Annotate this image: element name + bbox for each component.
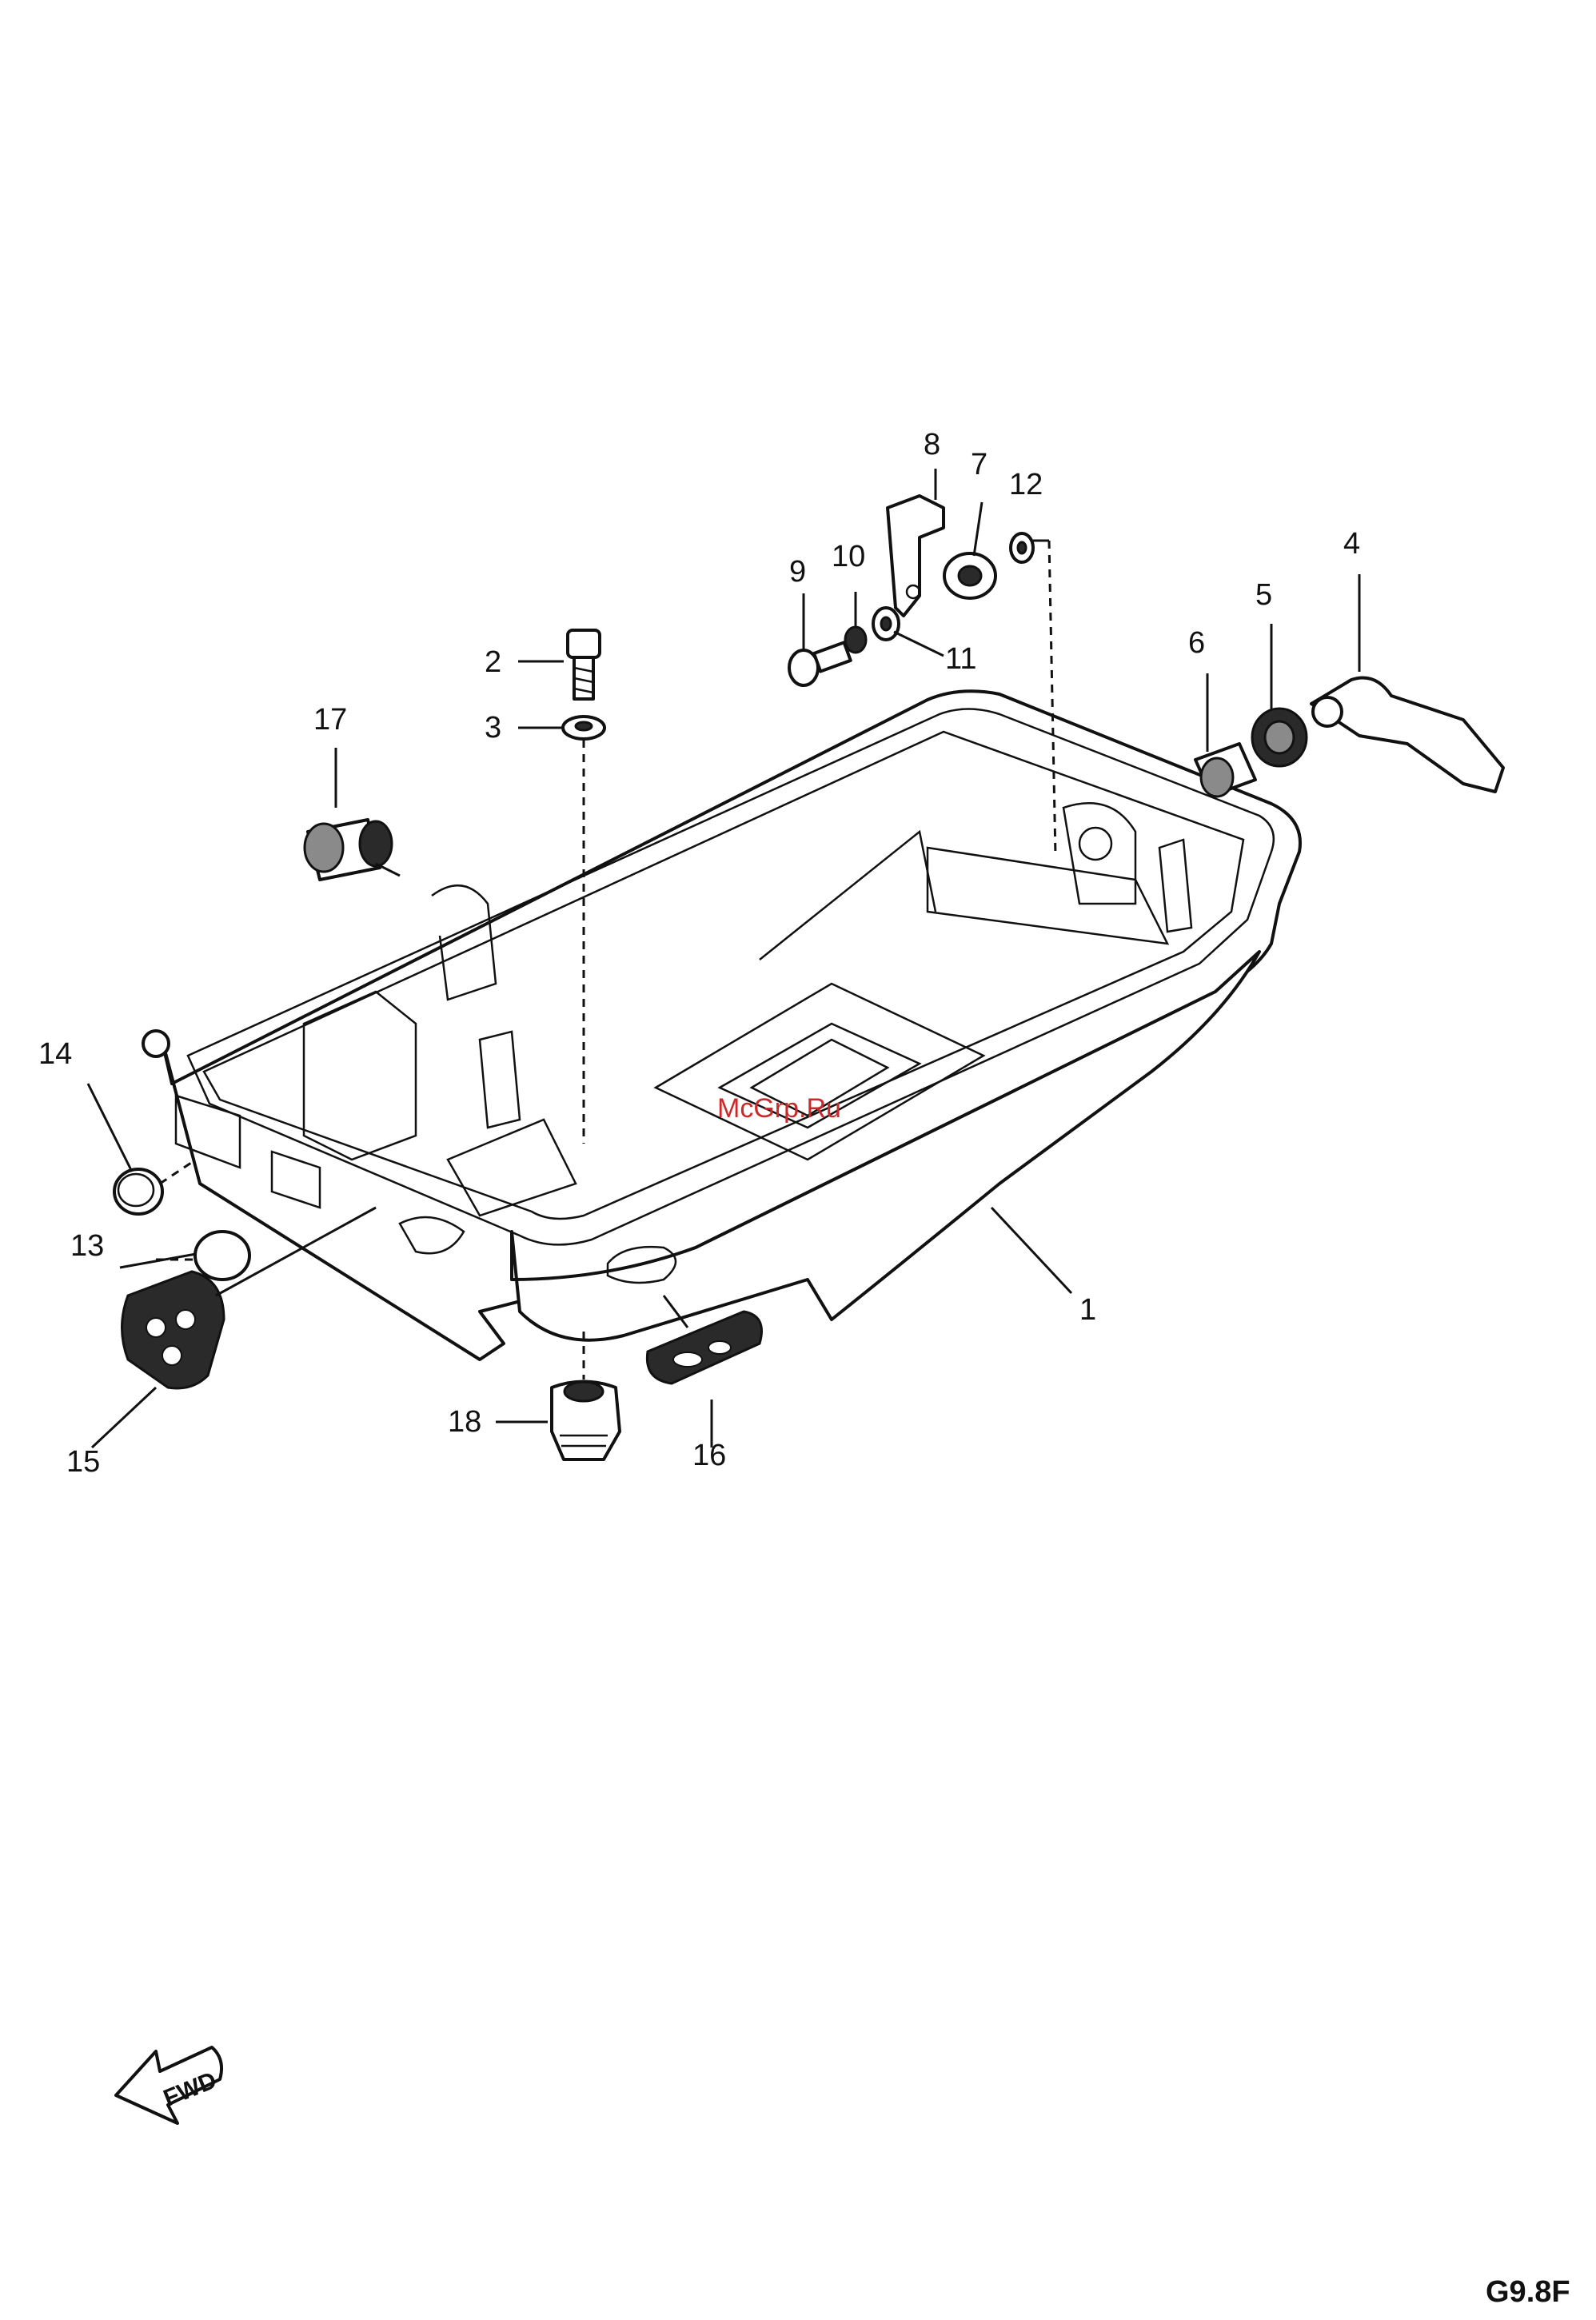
label-2: 2 xyxy=(485,645,501,679)
grommet-15 xyxy=(122,1272,225,1388)
washer-3 xyxy=(563,717,604,739)
label-5: 5 xyxy=(1255,578,1272,612)
washer-7 xyxy=(944,553,996,598)
bushing-17 xyxy=(305,820,392,880)
label-12: 12 xyxy=(1009,468,1043,501)
washer-12 xyxy=(1011,533,1033,562)
label-8: 8 xyxy=(924,428,940,461)
label-13: 13 xyxy=(70,1229,104,1263)
fwd-arrow: FWD xyxy=(116,2047,221,2123)
label-10: 10 xyxy=(832,540,865,573)
bottom-cowling xyxy=(143,691,1300,1360)
label-6: 6 xyxy=(1188,626,1205,660)
label-9: 9 xyxy=(789,555,806,589)
label-14: 14 xyxy=(38,1037,72,1071)
label-3: 3 xyxy=(485,711,501,745)
plug-18 xyxy=(552,1382,620,1460)
label-11: 11 xyxy=(945,642,976,676)
screw-9 xyxy=(789,642,851,685)
label-7: 7 xyxy=(971,448,988,481)
bushing-5 xyxy=(1252,709,1307,766)
nut-10 xyxy=(845,627,866,653)
label-18: 18 xyxy=(448,1405,481,1439)
washer-11 xyxy=(873,608,899,640)
bracket-8 xyxy=(888,496,944,616)
watermark: McGrp.Ru xyxy=(717,1093,841,1124)
bolt-2 xyxy=(568,630,600,699)
label-17: 17 xyxy=(313,703,347,737)
plug-14 xyxy=(114,1169,162,1214)
plug-13 xyxy=(195,1232,249,1280)
label-4: 4 xyxy=(1343,527,1360,561)
diagram-code: G9.8F xyxy=(1486,2275,1570,2309)
label-15: 15 xyxy=(66,1445,100,1479)
collar-6 xyxy=(1195,744,1255,797)
label-16: 16 xyxy=(692,1439,726,1472)
label-1: 1 xyxy=(1079,1293,1096,1327)
lever-4 xyxy=(1311,678,1503,793)
